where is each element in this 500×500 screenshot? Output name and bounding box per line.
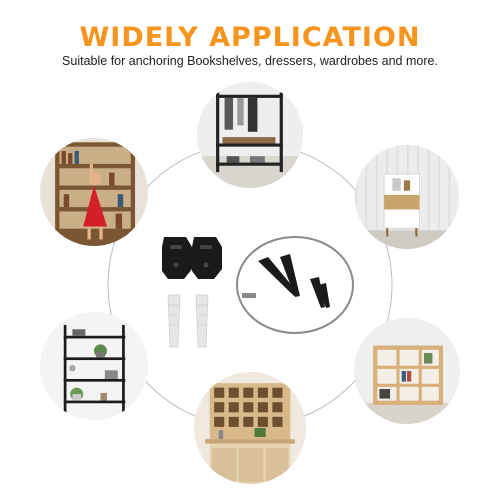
anti-tip-kit-icon [140,215,360,355]
wall-shelf-photo [40,312,148,420]
bookcase-photo [354,318,460,424]
clothes-rack-photo [197,82,303,188]
bookshelf-with-child-photo [40,138,148,246]
wine-cabinet-photo [194,372,306,484]
page-title: WIDELY APPLICATION [79,22,421,53]
page-subtitle: Suitable for anchoring Bookshelves, dres… [62,54,438,68]
cabinet-photo [355,145,459,249]
